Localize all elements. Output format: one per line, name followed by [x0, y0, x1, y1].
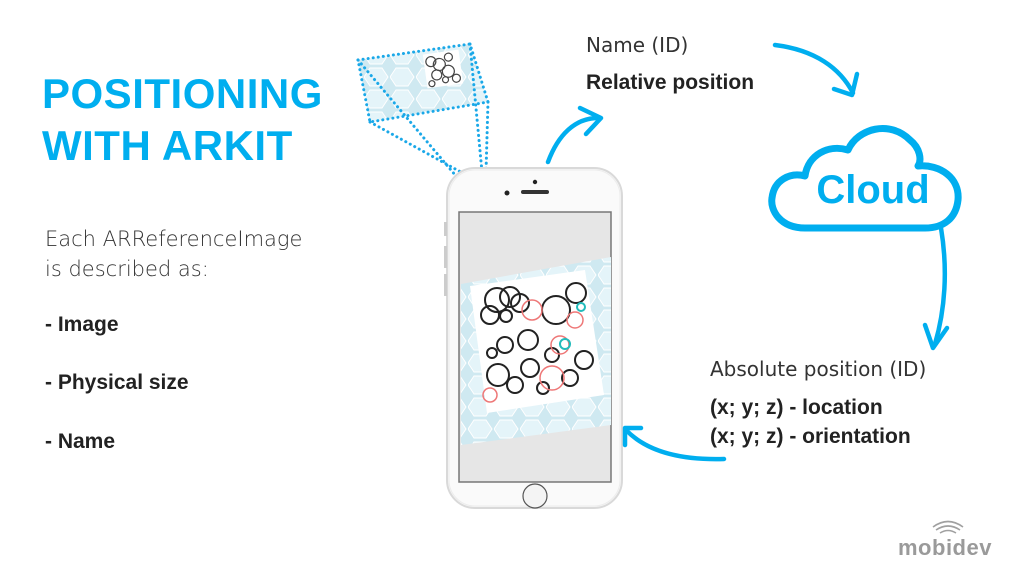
title-line-2: WITH ARKIT: [42, 122, 293, 169]
title-line-1: POSITIONING: [42, 70, 323, 117]
description: Each ARReferenceImage is described as:: [45, 224, 302, 284]
location-label: (x; y; z) - location: [710, 396, 883, 419]
attribute-image: - Image: [45, 313, 119, 336]
arrow-absolute-to-phone: [623, 427, 727, 462]
absolute-position-heading: Absolute position (ID): [710, 357, 927, 381]
attribute-physical-size: - Physical size: [45, 371, 189, 394]
wifi-signal-icon: [932, 520, 964, 534]
attribute-name: - Name: [45, 430, 116, 453]
description-line-2: is described as:: [45, 257, 209, 281]
relative-position-label: Relative position: [586, 71, 755, 94]
projected-reference-image: [356, 42, 490, 178]
description-line-1: Each ARReferenceImage: [45, 227, 303, 251]
reference-image-marker: [461, 257, 611, 445]
mobidev-logo: mobidev: [898, 535, 992, 560]
arrow-phone-to-relative: [545, 115, 601, 165]
arrow-cloud-to-absolute: [932, 225, 948, 347]
arrow-to-cloud: [772, 42, 856, 96]
cloud-icon: [768, 125, 962, 232]
orientation-label: (x; y; z) - orientation: [710, 425, 911, 448]
page-title: POSITIONING WITH ARKIT: [42, 68, 323, 172]
name-id-label: Name (ID): [586, 33, 689, 57]
cloud-label: Cloud: [816, 168, 930, 212]
